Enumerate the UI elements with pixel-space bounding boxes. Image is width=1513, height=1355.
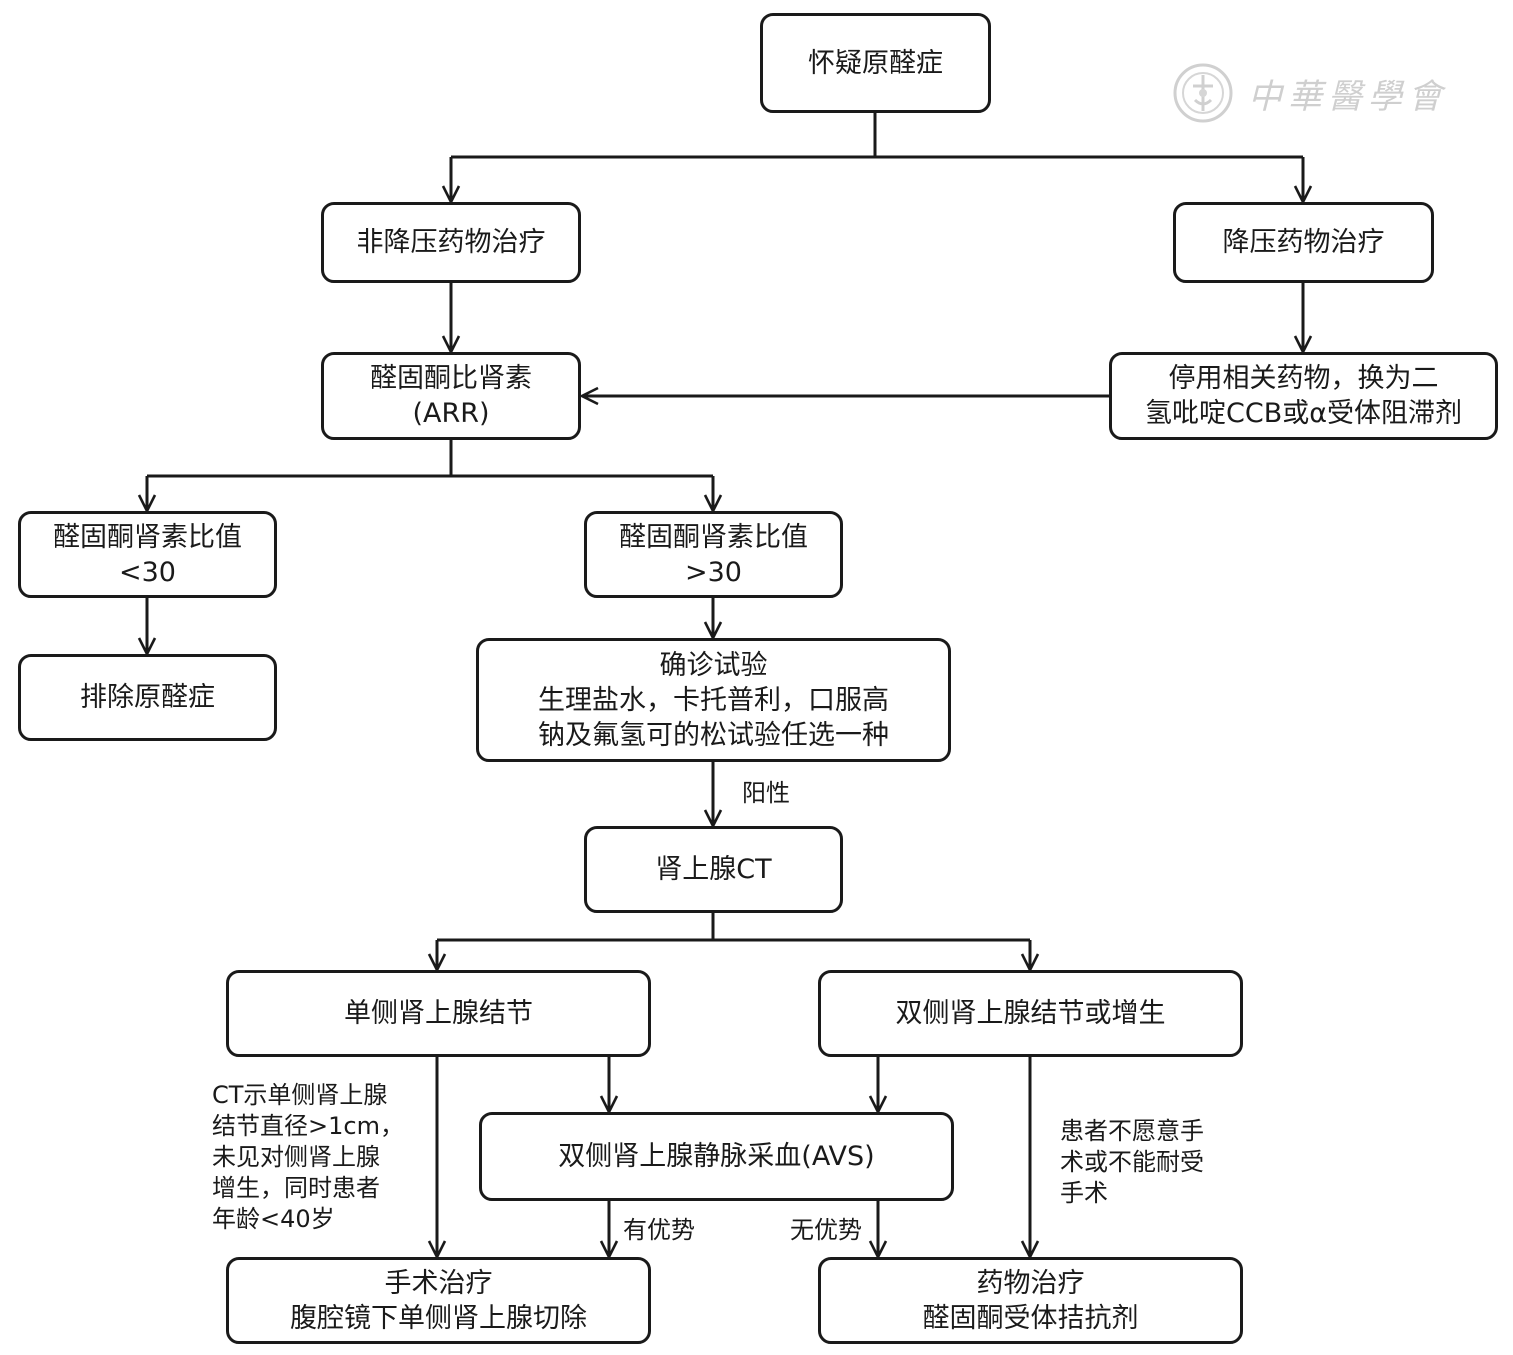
watermark: 中華醫學會 — [1172, 62, 1448, 124]
node-arr: 醛固酮比肾素 (ARR) — [321, 352, 581, 440]
node-antihypertensive: 降压药物治疗 — [1173, 202, 1434, 283]
node-arr-line-2: (ARR) — [412, 398, 490, 429]
node-non-antihypertensive: 非降压药物治疗 — [321, 202, 581, 283]
edge-suspect-split — [451, 112, 1303, 159]
node-arr-low-line-1: 醛固酮肾素比值 — [53, 521, 242, 553]
node-arr-high: 醛固酮肾素比值 >30 — [584, 511, 843, 598]
node-exclude-line-1: 排除原醛症 — [80, 682, 215, 713]
node-unilateral-line-1: 单侧肾上腺结节 — [344, 998, 533, 1029]
edge-label-no-advantage: 无优势 — [790, 1216, 862, 1244]
node-arr-low: 醛固酮肾素比值 <30 — [18, 511, 277, 598]
node-switch-drug-line-2: 氢吡啶CCB或α受体阻滞剂 — [1144, 398, 1463, 429]
node-bilateral: 双侧肾上腺结节或增生 — [818, 970, 1243, 1057]
node-surgery: 手术治疗 腹腔镜下单侧肾上腺切除 — [226, 1257, 651, 1344]
node-arr-high-line-1: 醛固酮肾素比值 — [619, 521, 808, 553]
node-suspect-line-1: 怀疑原醛症 — [808, 47, 943, 79]
node-surgery-line-2: 腹腔镜下单侧肾上腺切除 — [290, 1302, 587, 1334]
node-switch-drug-line-1: 停用相关药物，换为二 — [1168, 363, 1439, 394]
society-seal-icon — [1173, 63, 1233, 123]
note-ct-criteria-line-2: 结节直径>1cm， — [212, 1112, 404, 1140]
note-ct-criteria-line-5: 年龄<40岁 — [212, 1205, 335, 1233]
node-switch-drug: 停用相关药物，换为二 氢吡啶CCB或α受体阻滞剂 — [1109, 352, 1498, 440]
node-drug-therapy: 药物治疗 醛固酮受体拮抗剂 — [818, 1257, 1243, 1344]
node-drug-therapy-line-2: 醛固酮受体拮抗剂 — [922, 1302, 1139, 1334]
note-ct-criteria-line-3: 未见对侧肾上腺 — [212, 1143, 380, 1171]
edge-label-positive: 阳性 — [742, 779, 790, 807]
node-confirm-test-line-3: 钠及氟氢可的松试验任选一种 — [538, 719, 889, 751]
node-confirm-test-line-1: 确诊试验 — [659, 649, 768, 681]
node-exclude: 排除原醛症 — [18, 654, 277, 741]
note-no-surgery-line-1: 患者不愿意手 — [1060, 1117, 1204, 1145]
node-non-antihypertensive-line-1: 非降压药物治疗 — [356, 227, 546, 258]
note-no-surgery: 患者不愿意手 术或不能耐受 手术 — [1060, 1116, 1204, 1209]
note-ct-criteria-line-4: 增生，同时患者 — [212, 1174, 380, 1202]
node-confirm-test-line-2: 生理盐水，卡托普利，口服高 — [538, 684, 889, 716]
node-surgery-line-1: 手术治疗 — [384, 1267, 493, 1299]
node-avs-line-1: 双侧肾上腺静脉采血(AVS) — [558, 1141, 875, 1172]
node-adrenal-ct-line-1: 肾上腺CT — [655, 854, 772, 885]
node-confirm-test: 确诊试验 生理盐水，卡托普利，口服高 钠及氟氢可的松试验任选一种 — [476, 638, 951, 762]
node-antihypertensive-line-1: 降压药物治疗 — [1222, 227, 1385, 258]
edge-arr-split — [147, 439, 713, 478]
note-no-surgery-line-3: 手术 — [1060, 1179, 1108, 1207]
watermark-text: 中華醫學會 — [1248, 76, 1448, 117]
note-ct-criteria-line-1: CT示单侧肾上腺 — [212, 1081, 388, 1109]
node-arr-high-line-2: >30 — [685, 556, 742, 588]
node-bilateral-line-1: 双侧肾上腺结节或增生 — [895, 998, 1166, 1029]
node-suspect: 怀疑原醛症 — [760, 13, 991, 113]
node-unilateral: 单侧肾上腺结节 — [226, 970, 651, 1057]
edge-label-advantage: 有优势 — [623, 1216, 695, 1244]
node-adrenal-ct: 肾上腺CT — [584, 826, 843, 913]
node-avs: 双侧肾上腺静脉采血(AVS) — [479, 1112, 954, 1201]
note-ct-criteria: CT示单侧肾上腺 结节直径>1cm， 未见对侧肾上腺 增生，同时患者 年龄<40… — [212, 1080, 404, 1235]
edge-ct-split — [437, 912, 1030, 942]
node-drug-therapy-line-1: 药物治疗 — [976, 1267, 1085, 1299]
node-arr-line-1: 醛固酮比肾素 — [370, 363, 532, 394]
node-arr-low-line-2: <30 — [119, 556, 176, 588]
note-no-surgery-line-2: 术或不能耐受 — [1060, 1148, 1204, 1176]
